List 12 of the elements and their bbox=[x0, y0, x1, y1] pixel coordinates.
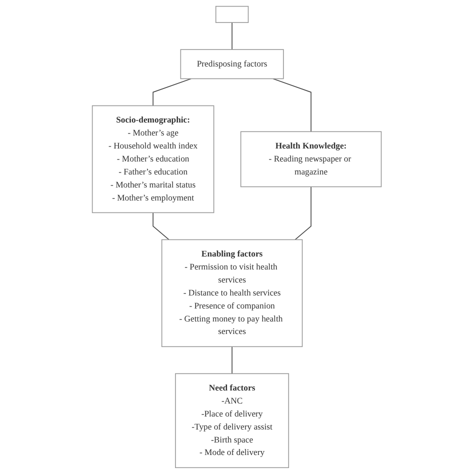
node-box: Need factors -ANC -Place of delivery -Type of delivery assist -Birth space - Mode of delivery bbox=[175, 373, 290, 468]
node-box: Predisposing factors bbox=[180, 49, 284, 80]
node-box: Enabling factors - Permission to visit health services - Distance to health services - Presence of companion - Getting money to pay health services bbox=[162, 239, 303, 348]
connector bbox=[152, 78, 192, 106]
node-box bbox=[216, 6, 249, 23]
connector bbox=[232, 346, 233, 374]
connector bbox=[232, 22, 233, 50]
connector bbox=[294, 186, 312, 240]
connector bbox=[152, 212, 170, 240]
connector bbox=[272, 78, 312, 132]
node-box: Socio-demographic: - Mother’s age - Household wealth index - Mother’s education - Father’s education - Mother’s marital status - Mother’s employment bbox=[92, 105, 214, 214]
node-box: Health Knowledge: - Reading newspaper or magazine bbox=[240, 131, 382, 188]
